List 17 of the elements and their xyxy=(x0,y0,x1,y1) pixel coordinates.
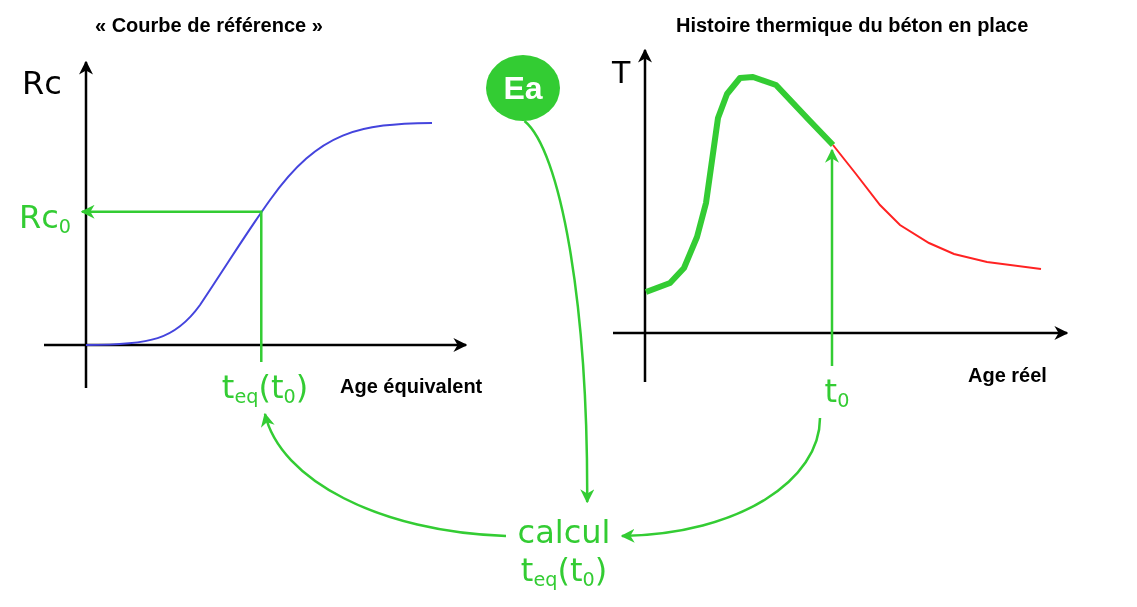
chart-title: Histoire thermique du béton en place xyxy=(676,14,1029,36)
node-label: t$_{eq}$(t$_{0}$) xyxy=(203,362,327,414)
node-label: calcul t$_{eq}$(t$_{0}$) xyxy=(506,502,622,602)
arrow xyxy=(262,412,507,538)
axis-label: Age réel xyxy=(968,364,1047,386)
arrow xyxy=(620,417,822,543)
activation-energy-circle: Ea xyxy=(486,55,560,121)
node-label: Rc$_{0}$ xyxy=(8,192,82,244)
temperature-curve xyxy=(644,74,836,295)
chart-title: « Courbe de référence » xyxy=(95,14,323,36)
arrow xyxy=(523,120,595,504)
axis-label: Rc xyxy=(22,66,62,102)
axis-label: Age équivalent xyxy=(340,375,483,397)
arrow xyxy=(80,204,263,362)
axis-label: T xyxy=(612,56,631,89)
node-label: t$_{0}$ xyxy=(812,366,862,418)
arrow xyxy=(825,148,839,366)
